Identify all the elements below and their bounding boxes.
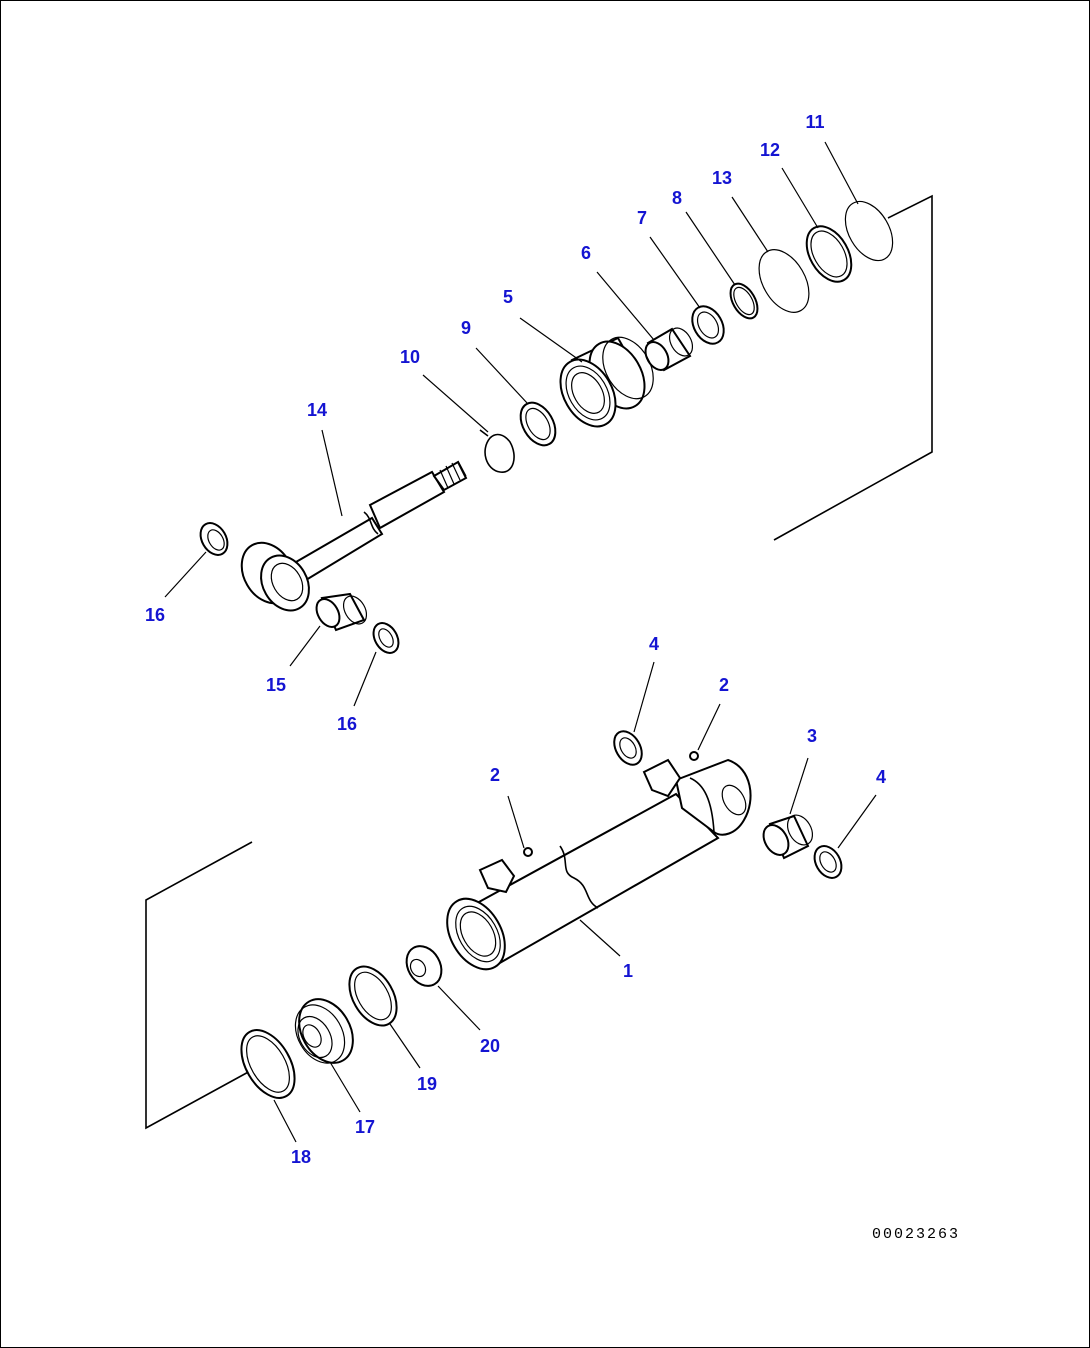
callout-11: 11 (805, 112, 824, 132)
callout-9: 9 (461, 318, 471, 338)
callout-15: 15 (266, 675, 286, 695)
callout-4-lower: 4 (876, 767, 886, 787)
part-4-seal-lower (813, 845, 843, 879)
part-16-seal-upper (199, 522, 229, 556)
callout-3: 3 (807, 726, 817, 746)
part-2-fitting-left (523, 847, 533, 857)
drawing-code: 00023263 (872, 1226, 960, 1243)
part-15-bushing (315, 592, 368, 632)
callout-6: 6 (581, 243, 591, 263)
part-19-ring (348, 965, 398, 1027)
part-4-seal-upper (613, 730, 643, 766)
part-5-piston (559, 336, 654, 428)
callout-14: 14 (307, 400, 327, 420)
part-16-seal-lower (372, 622, 400, 654)
callout-16-upper: 16 (145, 605, 165, 625)
callout-7: 7 (637, 208, 647, 228)
part-1-cylinder (446, 758, 752, 971)
part-20-nut (405, 945, 443, 987)
part-3-bushing (762, 814, 814, 860)
callout-12: 12 (760, 140, 780, 160)
callout-8: 8 (672, 188, 682, 208)
part-11-ring (844, 200, 894, 262)
part-17-gland (294, 998, 354, 1064)
upper-boundary-lines (773, 194, 933, 541)
part-6-bushing (644, 327, 694, 372)
callout-10: 10 (400, 347, 420, 367)
callout-20: 20 (480, 1036, 500, 1056)
callout-17: 17 (355, 1117, 375, 1137)
part-2-fitting-right (689, 751, 699, 761)
callout-2-right: 2 (719, 675, 729, 695)
callout-2-left: 2 (490, 765, 500, 785)
callout-4-upper: 4 (649, 634, 659, 654)
part-9-ring (519, 401, 557, 447)
callout-13: 13 (712, 168, 732, 188)
part-10-snap-ring (479, 429, 515, 473)
part-7-ring (691, 305, 725, 345)
part-14-piston-rod (240, 460, 468, 612)
callout-18: 18 (291, 1147, 311, 1167)
callout-1: 1 (623, 961, 633, 981)
lower-boundary-lines (145, 841, 253, 1130)
part-18-ring (240, 1029, 296, 1099)
part-8-ring (729, 282, 759, 320)
callout-5: 5 (503, 287, 513, 307)
leader-lines (164, 141, 877, 1143)
callout-16-lower: 16 (337, 714, 357, 734)
part-12-ring (805, 225, 853, 283)
callout-19: 19 (417, 1074, 437, 1094)
